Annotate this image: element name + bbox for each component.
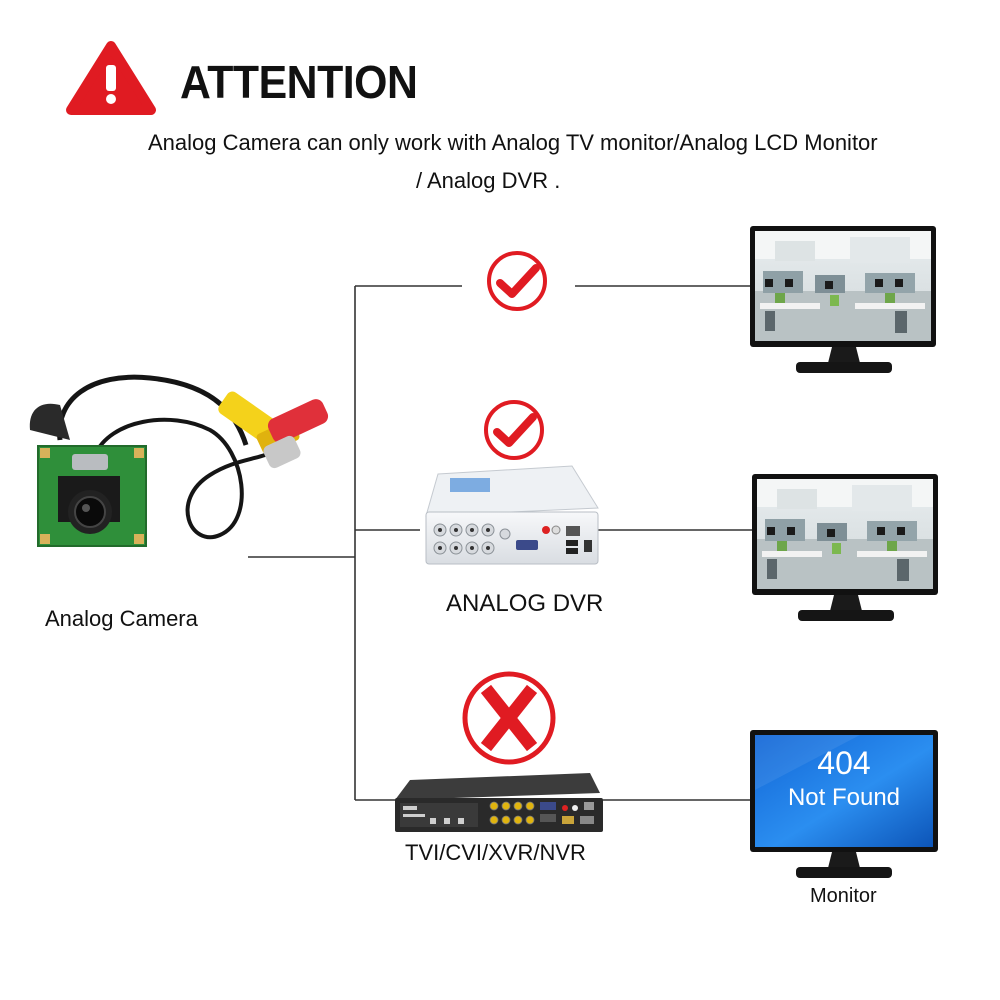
attention-message-line1: Analog Camera can only work with Analog … [148, 130, 878, 155]
warning-icon [66, 41, 156, 115]
attention-message-line2: / Analog DVR . [416, 168, 561, 193]
monitor-icon [750, 226, 936, 373]
x-mark-icon [462, 671, 556, 765]
tvi-cvi-xvr-nvr-label: TVI/CVI/XVR/NVR [405, 840, 586, 865]
analog-camera-label: Analog Camera [45, 606, 198, 631]
monitor-label: Monitor [810, 885, 877, 907]
connection-lines [248, 285, 752, 801]
analog-dvr-device-icon [425, 465, 599, 565]
checkmark-icon [484, 400, 544, 460]
monitor-icon [752, 474, 938, 621]
error-code-text: 404 [817, 745, 871, 781]
office-camera-feed-image [755, 231, 931, 341]
analog-dvr-label: ANALOG DVR [446, 590, 604, 617]
tvi-cvi-xvr-nvr-device-icon [395, 773, 603, 832]
error-screen [755, 735, 933, 847]
monitor-icon [750, 730, 938, 878]
attention-title: ATTENTION [180, 56, 418, 108]
error-message-text: Not Found [787, 784, 901, 811]
analog-camera-board-icon [29, 374, 329, 547]
checkmark-icon [487, 251, 547, 311]
office-camera-feed-image [757, 479, 933, 589]
